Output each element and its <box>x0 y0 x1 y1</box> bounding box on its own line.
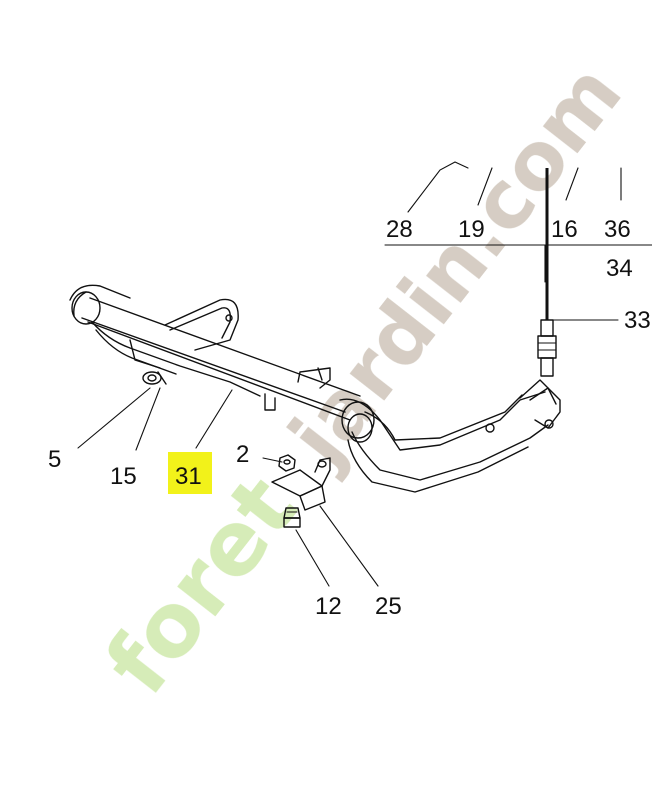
lever-arm <box>339 379 561 493</box>
label-12: 12 <box>315 593 342 620</box>
label-5: 5 <box>48 446 61 473</box>
tube-tabs <box>264 367 331 411</box>
bracket-plate <box>164 298 239 351</box>
label-19: 19 <box>458 216 485 243</box>
label-31: 31 <box>175 463 202 490</box>
axle-tube-31 <box>69 284 375 443</box>
bracket-25 <box>271 457 331 511</box>
leader-lines <box>77 161 622 587</box>
label-15: 15 <box>110 463 137 490</box>
highlight-31 <box>168 452 212 494</box>
bolt-12 <box>283 507 301 528</box>
cable-33 <box>537 168 557 377</box>
label-16: 16 <box>551 216 578 243</box>
label-2: 2 <box>236 441 249 468</box>
nut-2 <box>278 454 296 472</box>
watermark-foret: foret <box>85 457 316 713</box>
label-28: 28 <box>386 216 413 243</box>
watermark-jardin: jardin.com <box>270 47 640 484</box>
watermark-logo: foret jardin.com <box>85 47 639 713</box>
label-33: 33 <box>624 307 651 334</box>
tube-lower-bend <box>91 321 261 397</box>
label-25: 25 <box>375 593 402 620</box>
label-36: 36 <box>604 216 631 243</box>
label-34: 34 <box>606 255 633 282</box>
clip-15 <box>142 371 167 385</box>
